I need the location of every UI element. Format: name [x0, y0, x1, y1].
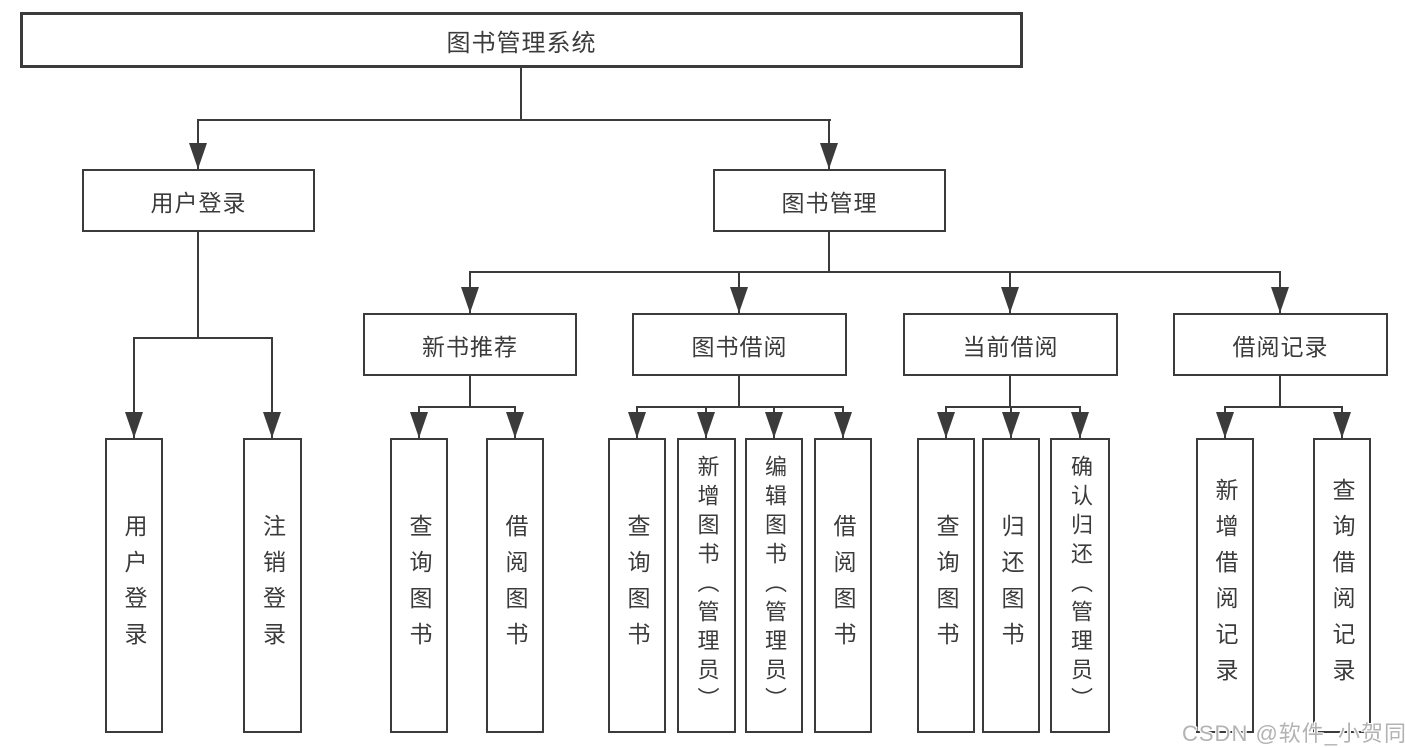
node-book-borrow: 图书借阅	[632, 313, 847, 376]
arrow-down-icon	[125, 412, 143, 438]
connector-newrec-stem	[469, 376, 471, 408]
leaf-add-borrow-record: 新增借阅记录	[1196, 438, 1254, 733]
connector-newrec-hline	[418, 406, 516, 408]
leaf-query-books-recommend: 查询图书	[390, 438, 448, 733]
node-book-management: 图书管理	[713, 169, 946, 232]
connector-records-stem	[1279, 376, 1281, 408]
leaf-query-books-borrow: 查询图书	[608, 438, 666, 733]
connector-root-hline	[197, 119, 831, 121]
leaf-return-books: 归还图书	[982, 438, 1040, 733]
connector-bookmgmt-hline	[469, 271, 1281, 273]
arrow-down-icon	[937, 412, 955, 438]
connector-userlogin-hline	[133, 337, 273, 339]
connector-current-hline	[945, 406, 1081, 408]
leaf-confirm-return-admin: 确认归还（管理员）	[1050, 438, 1110, 733]
leaf-edit-book-admin: 编辑图书（管理员）	[745, 438, 803, 733]
connector-bookmgmt-stem	[828, 232, 830, 273]
arrow-down-icon	[1001, 287, 1019, 313]
arrow-down-icon	[820, 143, 838, 169]
arrow-down-icon	[410, 412, 428, 438]
arrow-down-icon	[1271, 287, 1289, 313]
connector-records-hline	[1224, 406, 1343, 408]
connector-current-stem	[1009, 376, 1011, 408]
arrow-down-icon	[834, 412, 852, 438]
arrow-down-icon	[1216, 412, 1234, 438]
arrow-down-icon	[506, 412, 524, 438]
arrow-down-icon	[189, 143, 207, 169]
arrow-down-icon	[461, 287, 479, 313]
node-user-login: 用户登录	[82, 169, 315, 232]
node-current-borrow: 当前借阅	[903, 313, 1118, 376]
arrow-down-icon	[1002, 412, 1020, 438]
csdn-watermark: CSDN @软件_小贺同学	[1182, 721, 1405, 746]
connector-root-stem	[520, 67, 522, 121]
node-system-root: 图书管理系统	[20, 12, 1023, 68]
node-borrow-records: 借阅记录	[1173, 313, 1388, 376]
node-new-book-recommend: 新书推荐	[363, 313, 577, 376]
leaf-query-borrow-record: 查询借阅记录	[1313, 438, 1371, 733]
leaf-borrow-books: 借阅图书	[814, 438, 872, 733]
arrow-down-icon	[628, 412, 646, 438]
arrow-down-icon	[263, 412, 281, 438]
leaf-user-login: 用户登录	[105, 438, 163, 733]
connector-borrow-stem	[738, 376, 740, 408]
leaf-logout: 注销登录	[243, 438, 302, 733]
leaf-add-book-admin: 新增图书（管理员）	[677, 438, 736, 733]
connector-userlogin-drop-2	[271, 337, 273, 438]
arrow-down-icon	[730, 287, 748, 313]
leaf-query-books-current: 查询图书	[917, 438, 975, 733]
arrow-down-icon	[765, 412, 783, 438]
arrow-down-icon	[697, 412, 715, 438]
connector-userlogin-stem	[197, 232, 199, 339]
arrow-down-icon	[1333, 412, 1351, 438]
leaf-borrow-books-recommend: 借阅图书	[486, 438, 544, 733]
connector-borrow-hline	[636, 406, 844, 408]
connector-userlogin-drop-1	[133, 337, 135, 438]
arrow-down-icon	[1071, 412, 1089, 438]
